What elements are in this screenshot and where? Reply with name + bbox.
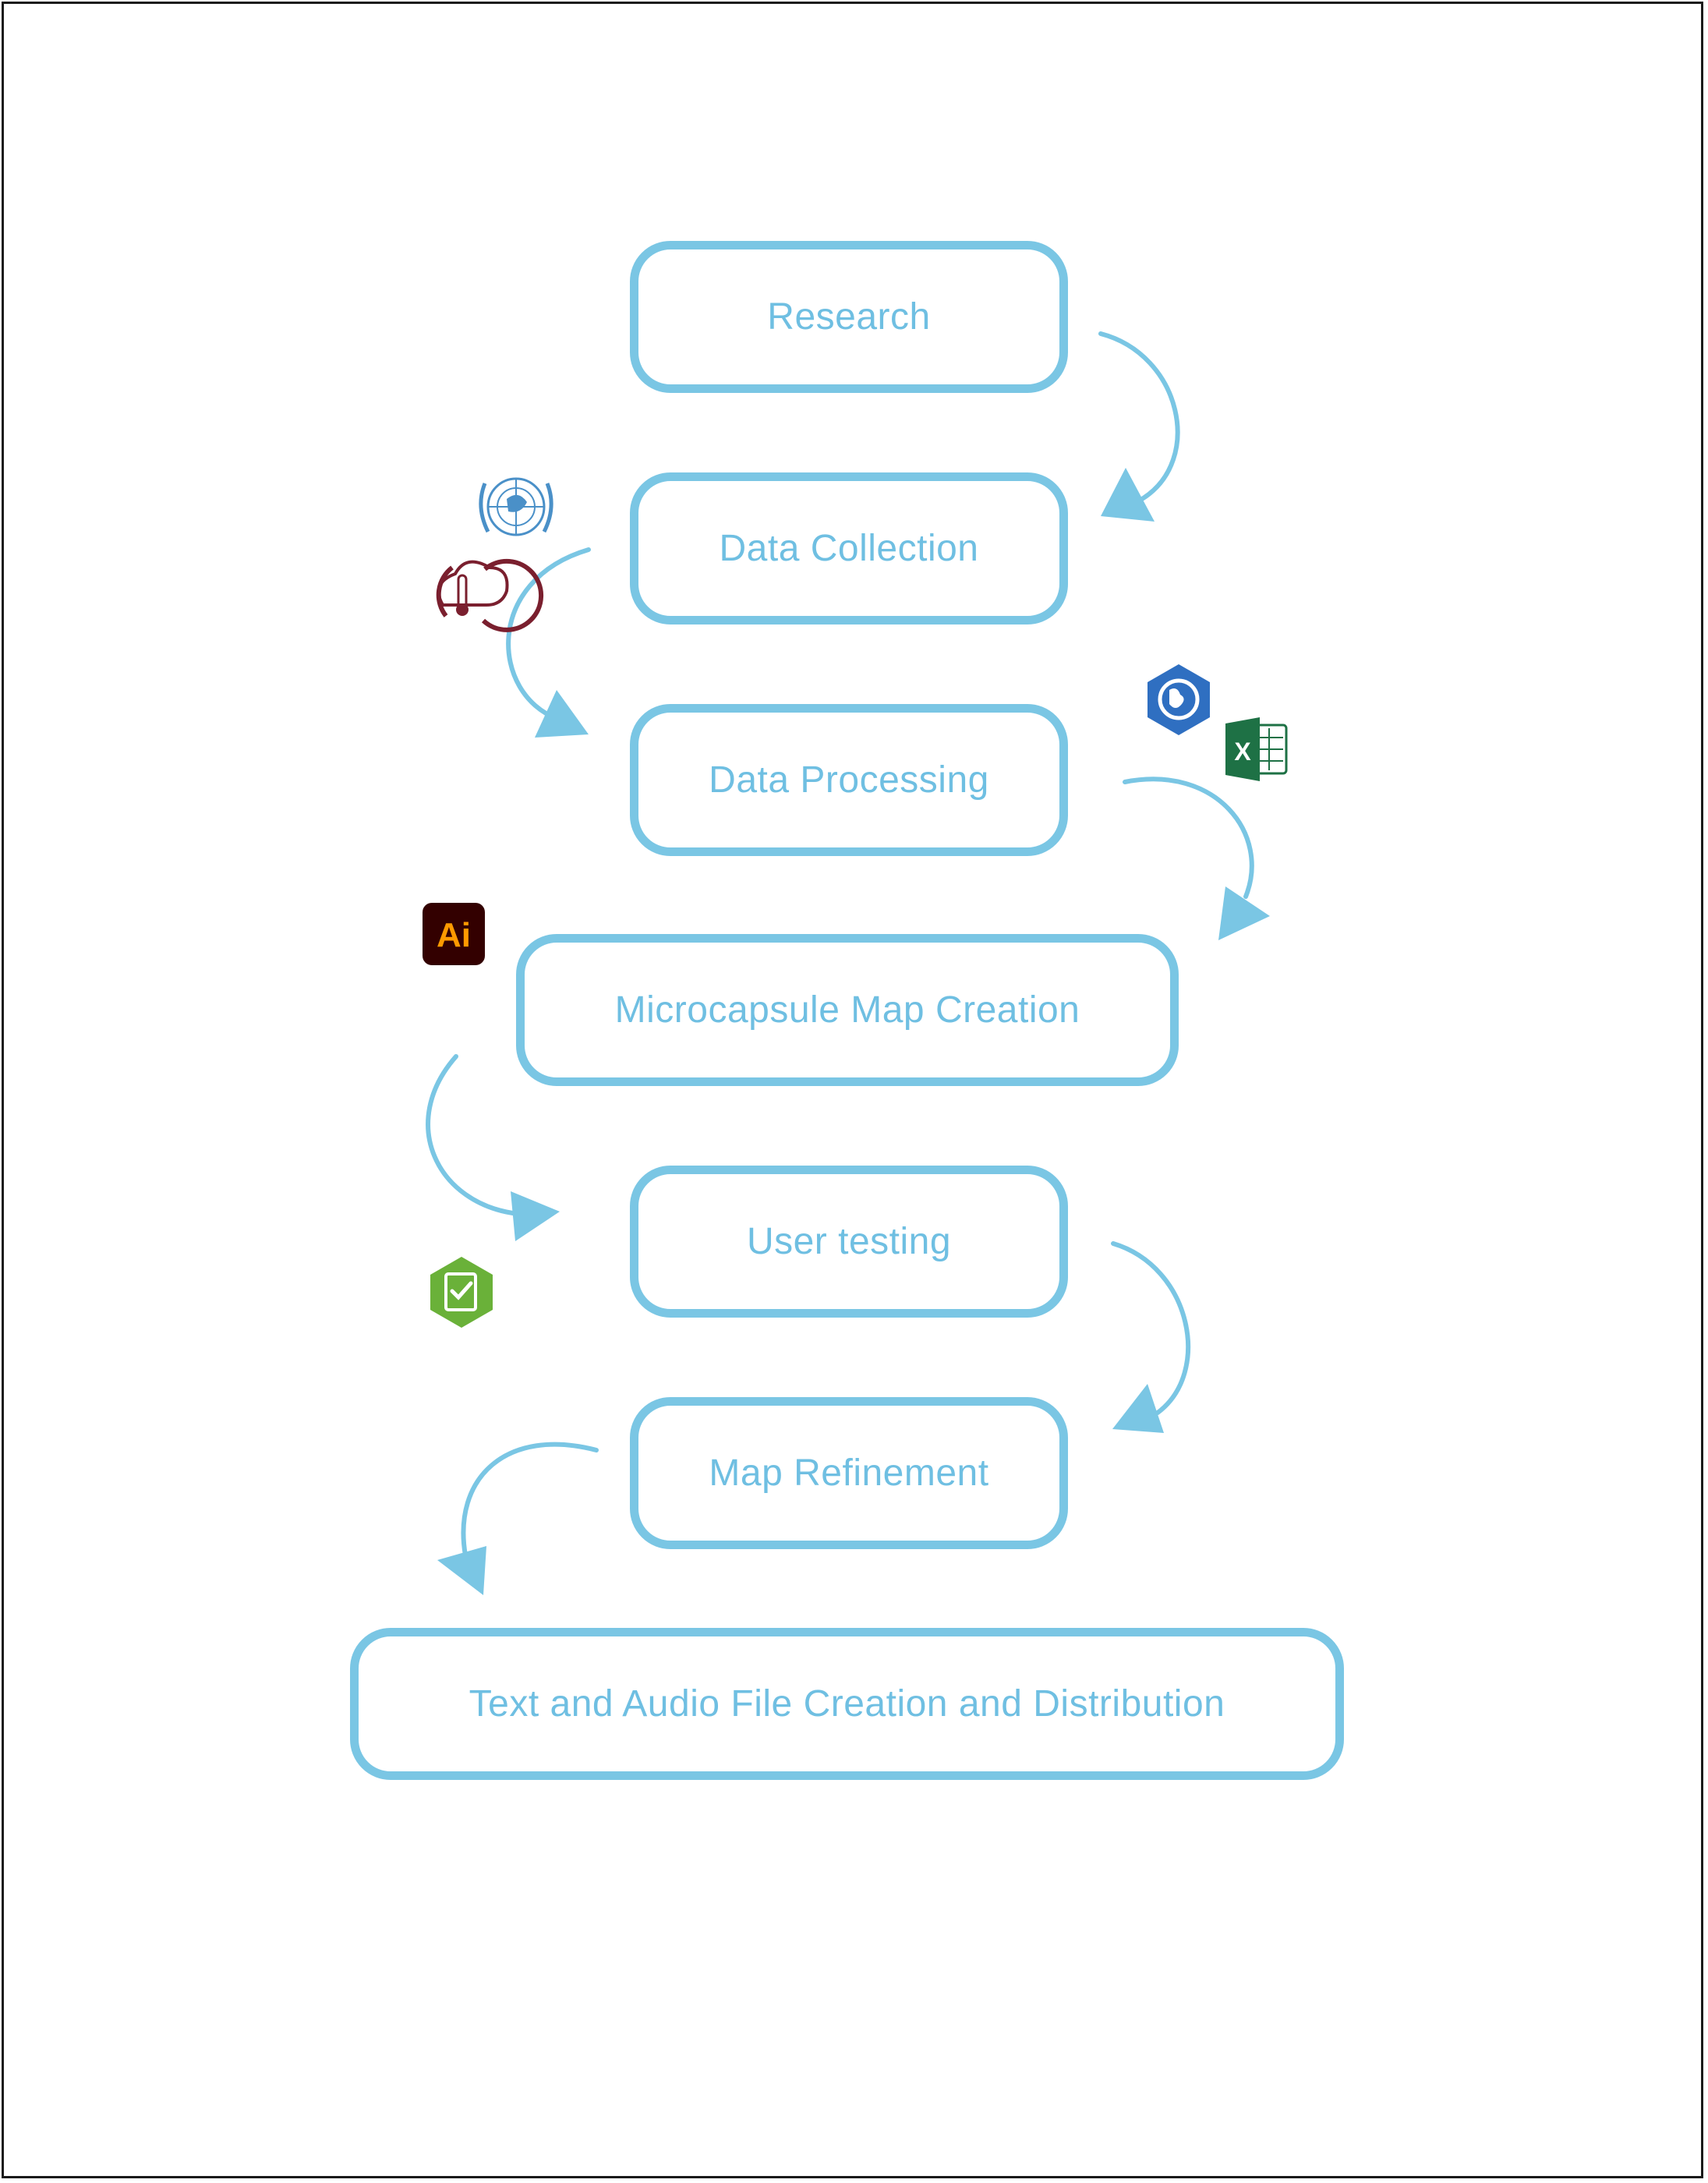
arrow-collection-to-processing [506,547,591,721]
arrow-research-to-collection [1098,331,1180,501]
arrow-microcapsule-to-testing [426,1054,521,1216]
united-nations-emblem-icon [479,477,553,536]
step-data-collection: Data Collection [630,472,1068,624]
step-research: Research [630,241,1068,393]
climate-thermometer-icon [436,558,544,632]
arrowhead-testing-to-refinement [1112,1384,1164,1433]
arrowhead-refinement-to-distribution [437,1546,486,1595]
arrowhead-collection-to-processing [535,690,589,738]
survey-checklist-icon [430,1257,493,1328]
adobe-illustrator-icon: Ai [423,903,485,965]
arcgis-globe-icon [1148,664,1210,735]
arrowhead-research-to-collection [1101,468,1155,522]
illustrator-icon-letters: Ai [437,916,471,954]
arrowhead-microcapsule-to-testing [511,1191,560,1241]
excel-icon: X [1225,717,1288,781]
excel-icon-letter: X [1234,738,1251,766]
step-map-refinement: Map Refinement [630,1397,1068,1549]
arrow-testing-to-refinement [1111,1241,1191,1415]
arrow-refinement-to-distribution [461,1442,599,1558]
step-data-processing: Data Processing [630,704,1068,856]
arrowhead-processing-to-microcapsule [1218,886,1270,940]
step-user-testing: User testing [630,1166,1068,1318]
step-text-audio-distribution: Text and Audio File Creation and Distrib… [350,1628,1344,1780]
arrow-processing-to-microcapsule [1123,777,1254,899]
step-microcapsule-map-creation: Microcapsule Map Creation [516,934,1179,1086]
